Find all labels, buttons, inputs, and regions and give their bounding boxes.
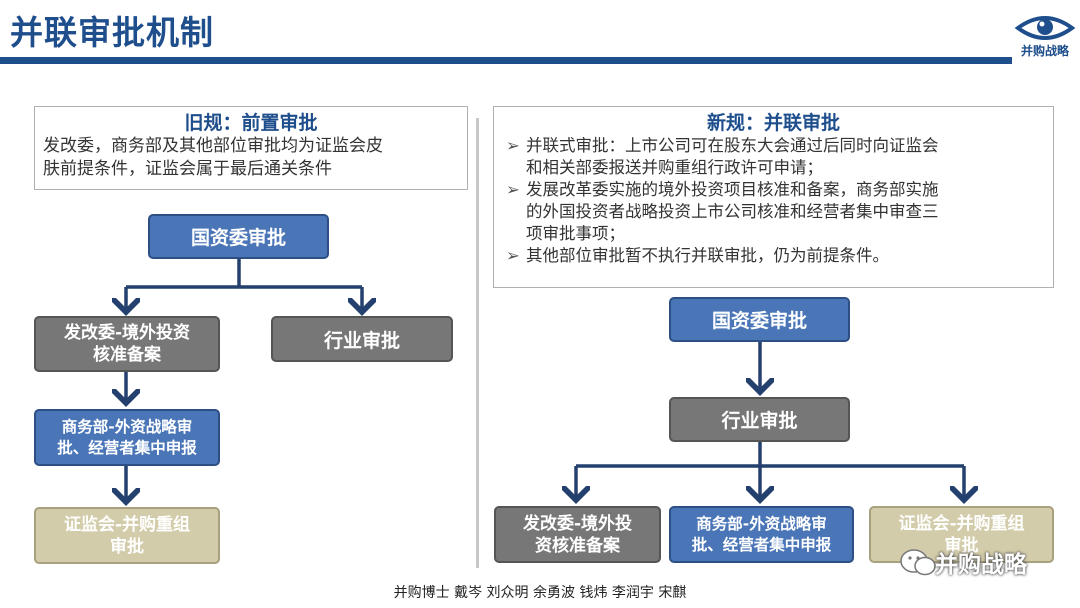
right-sasac-box: 国资委审批 bbox=[669, 297, 850, 342]
left-mofcom-box: 商务部-外资战略审 批、经营者集中申报 bbox=[34, 409, 220, 466]
box-label: 审批 bbox=[944, 535, 979, 556]
box-label: 商务部-外资战略审 bbox=[61, 417, 193, 436]
box-label: 行业审批 bbox=[323, 329, 400, 352]
right-industry-box: 行业审批 bbox=[669, 397, 850, 442]
footer-authors: 并购博士 戴岑 刘众明 余勇波 钱炜 李润宇 宋麒 bbox=[393, 585, 687, 601]
box-label: 行业审批 bbox=[721, 410, 798, 432]
bullet-text: 其他部位审批暂不执行并联审批，仍为前提条件。 bbox=[526, 246, 889, 265]
new-rule-panel: 新规：并联审批 ➢ 并联式审批：上市公司可在股东大会通过后同时向证监会 和相关部… bbox=[493, 106, 1054, 288]
bullet-other: ➢ 其他部位审批暂不执行并联审批，仍为前提条件。 bbox=[502, 245, 1045, 267]
old-rule-heading: 旧规：前置审批 bbox=[184, 112, 318, 134]
bullet-text: 项审批事项； bbox=[526, 224, 625, 243]
old-rule-panel: 旧规：前置审批 发改委，商务部及其他部位审批均为证监会皮 肤前提条件，证监会属于… bbox=[34, 106, 468, 190]
arrow-bullet-icon: ➢ bbox=[506, 246, 520, 265]
arrow-bullet-icon: ➢ bbox=[506, 136, 520, 155]
left-sasac-box: 国资委审批 bbox=[148, 214, 329, 259]
box-label: 核准备案 bbox=[93, 345, 161, 365]
box-label: 证监会-并购重组 bbox=[898, 513, 1025, 534]
box-label: 证监会-并购重组 bbox=[63, 514, 191, 535]
page-title: 并联审批机制 bbox=[10, 13, 214, 52]
old-rule-line-2: 肤前提条件，证监会属于最后通关条件 bbox=[43, 159, 332, 179]
bullet-text: 并联式审批：上市公司可在股东大会通过后同时向证监会 bbox=[526, 136, 939, 155]
box-label: 商务部-外资战略审 bbox=[696, 514, 827, 533]
eye-logo-icon bbox=[1014, 16, 1076, 40]
box-label: 国资委审批 bbox=[711, 310, 807, 332]
logo-text: 并购战略 bbox=[1020, 44, 1069, 58]
box-label: 资核准备案 bbox=[535, 535, 620, 556]
arrow-bullet-icon: ➢ bbox=[506, 180, 520, 199]
new-rule-heading: 新规：并联审批 bbox=[706, 112, 840, 134]
left-ndrc-box: 发改委-境外投资 核准备案 bbox=[34, 316, 220, 372]
left-csrc-box: 证监会-并购重组 审批 bbox=[34, 507, 220, 564]
box-label: 发改委-境外投 bbox=[522, 513, 633, 534]
right-mofcom-box: 商务部-外资战略审 批、经营者集中申报 bbox=[669, 506, 854, 563]
bullet-text: 和相关部委报送并购重组行政许可申请； bbox=[526, 158, 823, 177]
title-underline bbox=[0, 57, 1012, 64]
bullet-text: 的外国投资者战略投资上市公司核准和经营者集中审查三 bbox=[526, 202, 939, 221]
box-label: 发改委-境外投资 bbox=[63, 323, 191, 343]
old-rule-line-1: 发改委，商务部及其他部位审批均为证监会皮 bbox=[43, 136, 383, 156]
bullet-parallel: ➢ 并联式审批：上市公司可在股东大会通过后同时向证监会 和相关部委报送并购重组行… bbox=[502, 135, 1045, 179]
box-label: 审批 bbox=[110, 536, 144, 557]
panel-divider bbox=[476, 118, 479, 568]
right-csrc-box: 证监会-并购重组 审批 bbox=[869, 506, 1054, 563]
bullet-text: 发展改革委实施的境外投资项目核准和备案，商务部实施 bbox=[526, 180, 939, 199]
box-label: 批、经营者集中申报 bbox=[57, 438, 197, 457]
watermark-text: 并购战略 bbox=[935, 552, 1027, 578]
box-label: 批、经营者集中申报 bbox=[691, 535, 832, 554]
box-label: 国资委审批 bbox=[190, 227, 286, 249]
wechat-watermark-icon bbox=[900, 549, 936, 576]
left-industry-box: 行业审批 bbox=[271, 316, 453, 362]
bullet-scope: ➢ 发展改革委实施的境外投资项目核准和备案，商务部实施 的外国投资者战略投资上市… bbox=[502, 179, 1045, 245]
right-ndrc-box: 发改委-境外投 资核准备案 bbox=[494, 506, 661, 563]
